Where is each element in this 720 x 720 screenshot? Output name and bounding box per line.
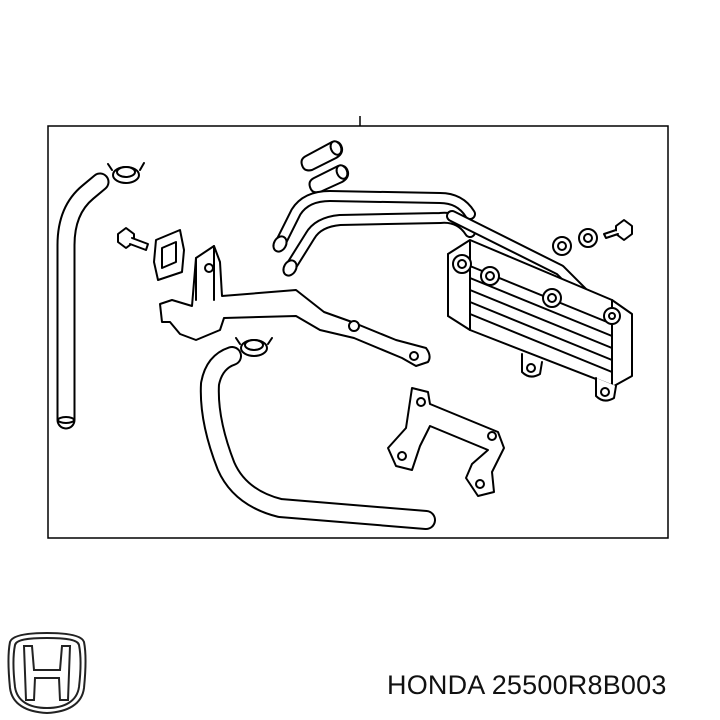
oil-cooler-pipes [272, 190, 596, 306]
hose-clamp-upper [107, 162, 145, 184]
clip-bracket [153, 229, 185, 281]
oil-hose-lower [199, 346, 436, 530]
sealing-washer-1 [552, 236, 572, 256]
sealing-washer-2 [578, 228, 598, 248]
oil-hose-left [56, 172, 110, 430]
pipe-sleeve-lower [308, 164, 350, 194]
honda-logo [7, 631, 87, 715]
hose-clamp-lower [235, 337, 273, 357]
pipe-sleeve-upper [300, 140, 344, 172]
flange-bolt-right [603, 219, 633, 241]
mounting-bracket-cooler [387, 387, 505, 497]
oil-cooler [447, 239, 633, 402]
mounting-bracket-pipe [159, 245, 431, 367]
part-number-caption: HONDA 25500R8B003 [387, 670, 667, 700]
flange-bolt-left [117, 227, 149, 251]
